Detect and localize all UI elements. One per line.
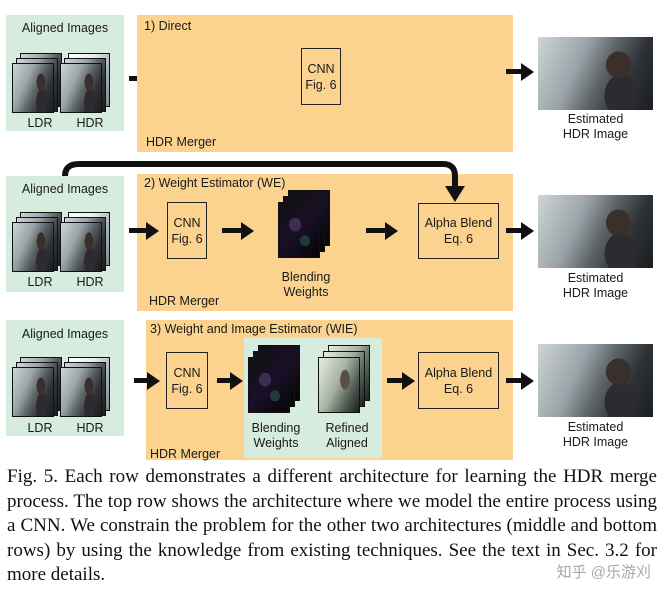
- row2-hdr-image: [60, 222, 102, 272]
- row3-hdr-label: HDR: [76, 421, 104, 435]
- row3-output-line1: Estimated: [567, 420, 624, 434]
- row3-arrow-outputs-blend-head: [402, 372, 415, 390]
- row2-arrow-out-head: [521, 222, 534, 240]
- row2-section-title: 2) Weight Estimator (WE): [144, 176, 286, 190]
- row3-blend-ref: Eq. 6: [443, 381, 474, 396]
- row3-arrow-cnn-outputs-head: [230, 372, 243, 390]
- row1-arrow-out: [506, 69, 522, 74]
- row2-blend-ref: Eq. 6: [443, 232, 474, 246]
- row2-cnn-label: CNN: [173, 215, 201, 230]
- row1-output-line1: Estimated: [567, 112, 624, 126]
- row1-output-image: [538, 37, 653, 110]
- row3-refined-line1: Refined: [325, 421, 369, 435]
- row1-arrow-out-head: [521, 63, 534, 81]
- row2-ldr-label: LDR: [27, 275, 53, 289]
- row3-hdr-image: [60, 367, 102, 417]
- row3-weights-line2: Weights: [253, 436, 299, 450]
- watermark: 知乎 @乐游刈: [556, 564, 651, 581]
- row1-input-title: Aligned Images: [21, 21, 109, 35]
- row2-weights-line1: Blending: [281, 270, 331, 284]
- row2-weights-line2: Weights: [283, 285, 329, 299]
- row2-arrow-weights-blend: [366, 228, 386, 233]
- row1-hdr-label: HDR: [76, 116, 104, 130]
- row3-blend-box: Alpha Blend Eq. 6: [418, 352, 499, 409]
- row3-arrow-cnn-outputs: [217, 378, 231, 383]
- row3-section-title: 3) Weight and Image Estimator (WIE): [150, 322, 358, 336]
- row2-input-title: Aligned Images: [21, 182, 109, 196]
- row1-cnn-ref: Fig. 6: [305, 77, 337, 92]
- figure-caption: Fig. 5. Each row demonstrates a differen…: [7, 466, 657, 585]
- row1-hdr-image: [60, 63, 102, 113]
- row2-output-image: [538, 195, 653, 268]
- row2-ldr-image: [12, 222, 54, 272]
- row1-ldr-label: LDR: [27, 116, 53, 130]
- row2-merger-label: HDR Merger: [149, 294, 220, 308]
- row3-output-image: [538, 344, 653, 417]
- row2-arrow-cnn-weights-head: [241, 222, 254, 240]
- row3-merger-label: HDR Merger: [150, 447, 221, 461]
- row2-arrow-in-head: [146, 222, 159, 240]
- row3-arrow-outputs-blend: [387, 378, 403, 383]
- row3-output-line2: HDR Image: [562, 435, 629, 449]
- row2-cnn-ref: Fig. 6: [171, 231, 203, 246]
- row2-blend-box: Alpha Blend Eq. 6: [418, 203, 499, 259]
- row3-arrow-in-head: [147, 372, 160, 390]
- row3-cnn-box: CNN Fig. 6: [166, 352, 208, 409]
- row1-cnn-label: CNN: [307, 61, 335, 76]
- row3-ldr-label: LDR: [27, 421, 53, 435]
- row3-refined-image: [318, 357, 360, 413]
- row1-output-line2: HDR Image: [562, 127, 629, 141]
- row2-arrow-cnn-weights: [222, 228, 242, 233]
- row3-arrow-out-head: [521, 372, 534, 390]
- row1-cnn-box: CNN Fig. 6: [301, 48, 341, 105]
- row1-merger-label: HDR Merger: [146, 135, 217, 149]
- row1-section-title: 1) Direct: [144, 19, 192, 33]
- row2-arrow-out: [506, 228, 522, 233]
- row2-bypass-arrow: [62, 161, 465, 202]
- row2-arrow-in: [129, 228, 147, 233]
- row2-blend-label: Alpha Blend: [424, 216, 493, 230]
- row2-output-line2: HDR Image: [562, 286, 629, 300]
- row3-cnn-label: CNN: [173, 365, 201, 380]
- row2-hdr-label: HDR: [76, 275, 104, 289]
- row1-merger-panel: [137, 15, 513, 152]
- row3-input-title: Aligned Images: [21, 327, 109, 341]
- row3-refined-line2: Aligned: [326, 436, 368, 450]
- row3-blend-label: Alpha Blend: [424, 365, 493, 380]
- row2-output-line1: Estimated: [567, 271, 624, 285]
- row3-arrow-out: [506, 378, 522, 383]
- row3-ldr-image: [12, 367, 54, 417]
- row1-ldr-image: [12, 63, 54, 113]
- row2-weights-image: [278, 202, 320, 258]
- row3-weights-image: [248, 357, 290, 413]
- row2-cnn-box: CNN Fig. 6: [167, 202, 207, 259]
- row3-weights-line1: Blending: [251, 421, 301, 435]
- row2-arrow-weights-blend-head: [385, 222, 398, 240]
- row3-arrow-in: [134, 378, 148, 383]
- row3-cnn-ref: Fig. 6: [171, 381, 203, 396]
